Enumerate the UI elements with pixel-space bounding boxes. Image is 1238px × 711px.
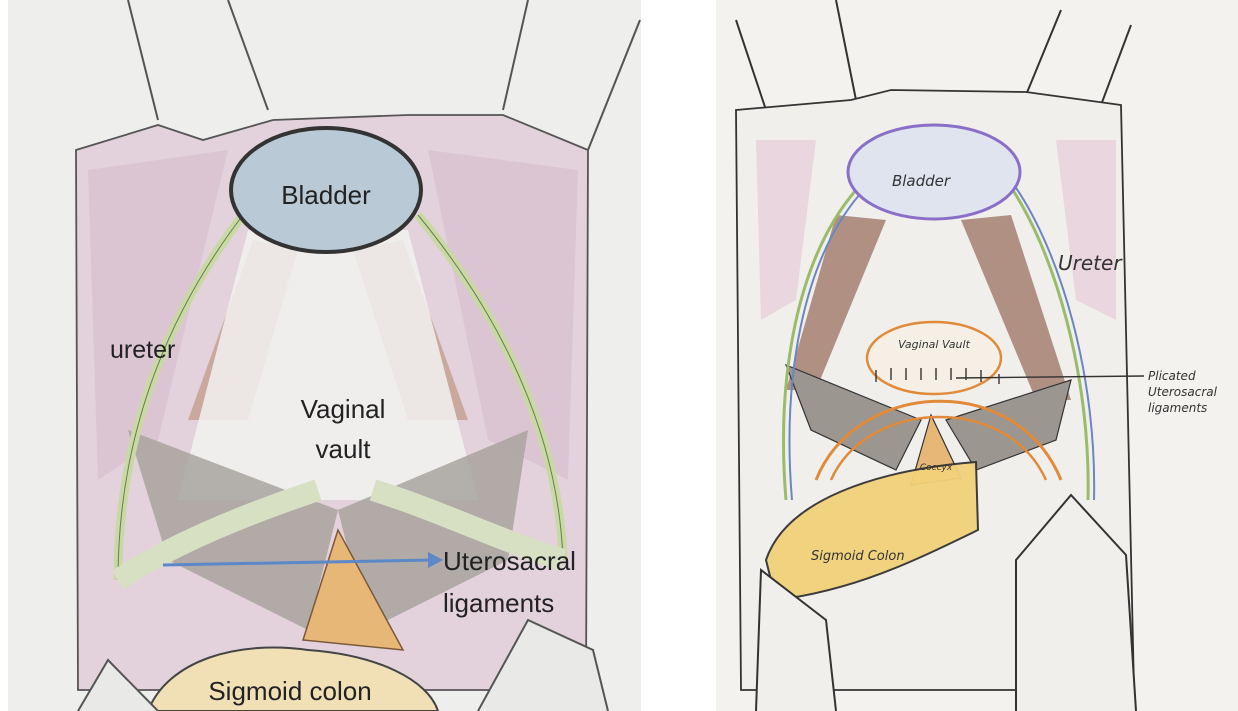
- label-bladder: Bladder: [281, 180, 371, 210]
- frame-line: [228, 0, 268, 110]
- label-uterosacral-1: Uterosacral: [443, 546, 576, 576]
- label-vaginal-vault-1: Vaginal: [301, 394, 386, 424]
- label-vaginal-vault: Vaginal Vault: [898, 338, 970, 351]
- label-uterosacral-2: ligaments: [443, 588, 554, 618]
- label-vaginal-vault-2: vault: [316, 434, 372, 464]
- left-diagram-panel: Bladder ureter Vaginal vault Uterosacral…: [8, 0, 641, 711]
- label-ureter: ureter: [110, 336, 175, 364]
- label-sigmoid: Sigmoid colon: [208, 676, 371, 706]
- frame-line: [588, 20, 640, 150]
- right-diagram-panel: Bladder Ureter Vaginal Vault Plicated Ut…: [716, 0, 1238, 711]
- frame-line: [1101, 25, 1131, 105]
- label-plicated-2: Uterosacral: [1148, 385, 1218, 399]
- right-diagram: Bladder Ureter Vaginal Vault Plicated Ut…: [716, 0, 1238, 711]
- frame-line: [736, 20, 766, 110]
- label-plicated-3: ligaments: [1148, 401, 1207, 415]
- label-bladder: Bladder: [892, 172, 951, 190]
- label-coccyx: Coccyx: [920, 463, 953, 473]
- label-plicated-1: Plicated: [1148, 369, 1196, 383]
- frame-line: [503, 0, 528, 110]
- label-sigmoid: Sigmoid Colon: [811, 549, 905, 564]
- vaginal-vault-shape: [867, 322, 1001, 394]
- frame-line: [1026, 10, 1061, 95]
- frame-line: [836, 0, 856, 100]
- frame-line: [128, 0, 158, 120]
- label-ureter: Ureter: [1058, 251, 1123, 275]
- left-diagram: Bladder ureter Vaginal vault Uterosacral…: [8, 0, 641, 711]
